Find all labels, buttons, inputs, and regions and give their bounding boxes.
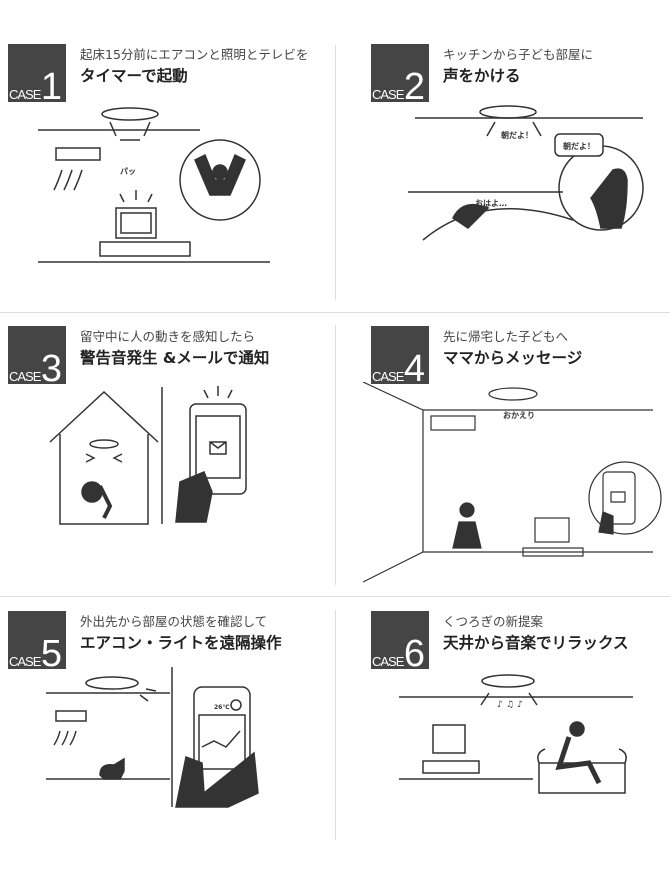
air-conditioner-icon [430, 415, 476, 431]
case-title: 警告音発生 &メールで通知 [80, 349, 270, 367]
ceiling-light-icon [85, 676, 139, 690]
case-subtitle: 留守中に人の動きを感知したら [80, 329, 256, 344]
tv-icon [534, 517, 570, 543]
ceiling-light-icon [481, 674, 535, 688]
ceiling-light-icon [488, 387, 538, 401]
case-subtitle: キッチンから子ども部屋に [443, 47, 594, 62]
burglar-icon [81, 481, 103, 503]
alarm-illustration [49, 386, 247, 525]
case-title: ママからメッセージ [443, 349, 583, 367]
svg-text:26℃: 26℃ [214, 704, 230, 711]
air-conditioner-icon [55, 710, 87, 722]
mail-icon [610, 491, 626, 503]
ceiling-light-icon [101, 107, 159, 121]
tv-icon [115, 207, 157, 239]
svg-text:おはよ…: おはよ… [475, 199, 507, 208]
case-subtitle: 先に帰宅した子どもへ [443, 329, 569, 344]
case-subtitle: くつろぎの新提案 [443, 614, 544, 629]
svg-text:♪ ♫ ♪: ♪ ♫ ♪ [497, 700, 523, 710]
mail-icon [209, 441, 227, 455]
smartphone-icon [602, 471, 636, 525]
music-illustration: ♪ ♫ ♪ [399, 674, 633, 794]
tv-icon [432, 724, 466, 754]
voice-call-illustration: 朝だよ！ 朝だよ！ おはよ… [408, 105, 644, 241]
house-icon [49, 390, 159, 525]
waking-person-icon [179, 139, 261, 221]
ceiling-light-icon [479, 105, 537, 119]
smartphone-icon [189, 403, 247, 495]
message-illustration: おかえり [363, 382, 662, 583]
case-title: 天井から音楽でリラックス [443, 634, 629, 652]
relaxing-person-icon [569, 721, 585, 737]
child-icon [459, 502, 475, 518]
timer-illustration: パッ [38, 107, 270, 263]
remote-control-illustration: 26℃ [46, 667, 259, 808]
svg-text:朝だよ！: 朝だよ！ [563, 141, 595, 151]
case-subtitle: 起床15分前にエアコンと照明とテレビを [80, 47, 309, 62]
case-title: 声をかける [443, 67, 521, 85]
case-title: エアコン・ライトを遠隔操作 [80, 634, 282, 652]
case-subtitle: 外出先から部屋の状態を確認して [80, 614, 268, 629]
svg-text:朝だよ！: 朝だよ！ [501, 130, 533, 140]
svg-text:パッ: パッ [120, 166, 136, 176]
svg-text:おかえり: おかえり [503, 411, 535, 420]
case-title: タイマーで起動 [80, 67, 188, 85]
air-conditioner-icon [55, 147, 101, 161]
sofa-icon [537, 748, 627, 794]
dog-icon [99, 757, 125, 780]
